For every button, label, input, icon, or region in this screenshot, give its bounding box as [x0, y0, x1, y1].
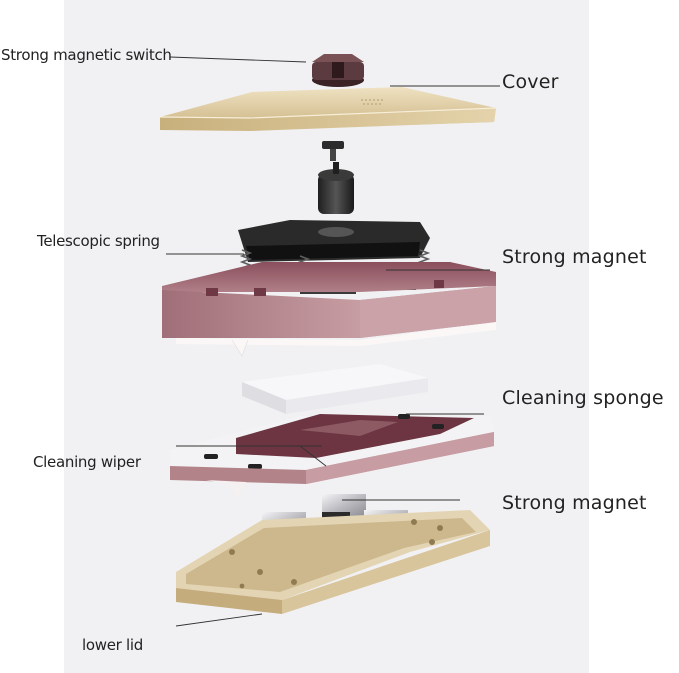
lower-lid-part — [176, 510, 490, 614]
leader-lines — [166, 56, 500, 627]
label-strong-magnet-bottom: Strong magnet — [502, 492, 647, 514]
upper-housing-part — [162, 220, 496, 357]
cleaning-sponge-part — [242, 364, 428, 414]
leader-line-switch — [169, 56, 307, 63]
cover-part — [159, 87, 497, 131]
label-cleaning-wiper: Cleaning wiper — [33, 453, 141, 471]
label-telescopic-spring: Telescopic spring — [37, 232, 160, 250]
label-lower-lid: lower lid — [82, 636, 143, 654]
label-cover: Cover — [502, 71, 559, 93]
cleaning-wiper-part — [170, 414, 494, 498]
label-strong-magnet-top: Strong magnet — [502, 246, 647, 268]
label-magnetic-switch: Strong magnetic switch — [1, 46, 172, 64]
leader-line-lid — [175, 613, 263, 627]
leader-line-wiper-b — [299, 445, 327, 467]
magnetic-switch-part — [312, 54, 364, 87]
label-cleaning-sponge: Cleaning sponge — [502, 387, 664, 409]
switch-shaft-part — [318, 141, 354, 214]
